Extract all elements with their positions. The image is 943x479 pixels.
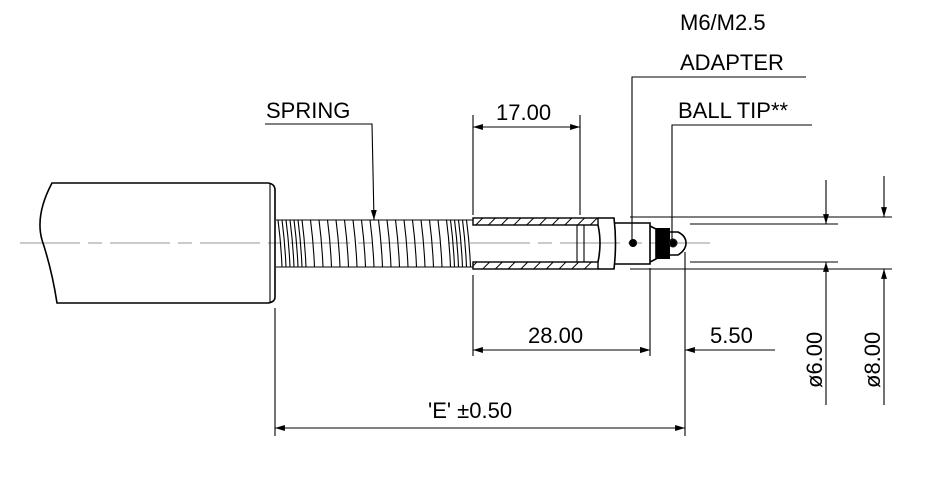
hatched-tube: [472, 217, 617, 270]
spring-coil: [360, 219, 367, 268]
spring-coil: [277, 219, 283, 268]
spring-coil: [394, 219, 401, 268]
spring-coil: [449, 219, 456, 268]
spring-coil: [318, 219, 324, 268]
spring-coil: [281, 219, 287, 268]
spring-coil: [352, 219, 358, 268]
spring-label: SPRING: [266, 98, 350, 123]
spring-coil: [461, 219, 468, 268]
adapter-leader: [631, 76, 806, 240]
spring-coil: [293, 219, 299, 268]
spring-coil: [309, 219, 316, 268]
diameter-extension-lines: [630, 216, 892, 270]
ball-tip-leader: [671, 124, 812, 240]
dim-5-5-label: 5.50: [710, 323, 753, 348]
dim-e-label: 'E' ±0.50: [428, 398, 512, 423]
spring-coil: [386, 219, 392, 268]
spring-coil: [377, 219, 384, 268]
spring: [276, 219, 473, 268]
ball-tip-label: BALL TIP**: [678, 98, 789, 123]
dim-17-label: 17.00: [496, 100, 551, 125]
adapter-and-ball-tip: [614, 222, 687, 265]
spring-coil: [445, 219, 452, 268]
spring-coil: [285, 219, 291, 268]
adapter-leader-dot: [629, 239, 637, 247]
spring-coil: [289, 219, 295, 268]
spring-coil: [297, 219, 303, 268]
spring-coil: [343, 219, 350, 268]
dim-17: [472, 115, 581, 215]
spring-coil: [326, 219, 333, 268]
dim-28-label: 28.00: [528, 323, 583, 348]
spring-coil: [428, 219, 435, 268]
spring-coil: [411, 219, 418, 268]
spring-coil: [457, 219, 464, 268]
spring-coil: [465, 219, 472, 268]
spring-coil: [369, 219, 375, 268]
dia-8-label: ø8.00: [860, 332, 885, 388]
spring-leader: [265, 123, 377, 221]
spring-coil: [301, 219, 307, 268]
dim-e: [274, 308, 685, 436]
adapter-label-line2: ADAPTER: [680, 50, 784, 75]
adapter-label-line1: M6/M2.5: [680, 10, 766, 35]
spring-coil: [420, 219, 426, 268]
ball-tip-leader-dot: [669, 239, 677, 247]
dia-6-label: ø6.00: [802, 332, 827, 388]
spring-coil: [437, 219, 443, 268]
spring-coil: [453, 219, 460, 268]
spring-coil: [403, 219, 409, 268]
dim-5-5: [625, 252, 775, 436]
spring-coil: [335, 219, 341, 268]
probe-body: [39, 182, 276, 304]
dim-28: [472, 268, 651, 356]
